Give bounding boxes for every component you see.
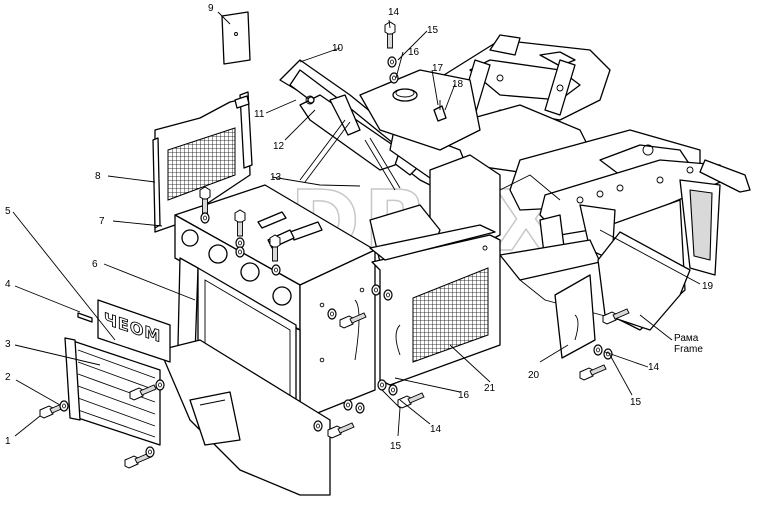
callout-11: 11	[254, 109, 265, 120]
boom-linkage	[279, 59, 471, 201]
callout-20: 20	[528, 370, 540, 381]
callout-14-bottom: 14	[430, 424, 442, 435]
callout-10: 10	[332, 43, 344, 54]
callout-14-top: 14	[388, 7, 400, 18]
callout-15-top: 15	[427, 25, 439, 36]
callout-5: 5	[5, 206, 11, 217]
callout-14-right: 14	[648, 362, 660, 373]
callout-16-bottom: 16	[458, 390, 470, 401]
callout-21: 21	[484, 383, 496, 394]
callout-3: 3	[5, 339, 11, 350]
callout-4: 4	[5, 279, 11, 290]
side-plate-20	[554, 274, 596, 359]
fasteners	[39, 21, 630, 469]
callout-18: 18	[452, 79, 464, 90]
callout-15-bottom: 15	[390, 441, 402, 452]
callout-7: 7	[99, 216, 105, 227]
frame-label-ru: Рама	[674, 333, 699, 344]
callout-17: 17	[432, 63, 444, 74]
leader-lines	[12, 11, 701, 437]
callout-12: 12	[273, 141, 285, 152]
callout-labels: 9 10 11 12 13 14 15 16 17 18 8 7 5 6 4 3…	[5, 3, 714, 452]
callout-9: 9	[208, 3, 214, 14]
callout-6: 6	[92, 259, 98, 270]
callout-16-top: 16	[408, 47, 420, 58]
callout-1: 1	[5, 436, 11, 447]
frame-label-en: Frame	[674, 344, 703, 355]
side-door-21	[369, 224, 501, 386]
callout-8: 8	[95, 171, 101, 182]
cover-plate-9	[221, 11, 251, 65]
callout-2: 2	[5, 372, 11, 383]
pin-4	[77, 312, 93, 323]
side-panel-8	[152, 91, 253, 233]
callout-19: 19	[702, 281, 714, 292]
callout-13: 13	[270, 172, 282, 183]
callout-15-right: 15	[630, 397, 642, 408]
bottom-skid-plate	[159, 339, 331, 496]
front-grille-3	[64, 337, 161, 446]
